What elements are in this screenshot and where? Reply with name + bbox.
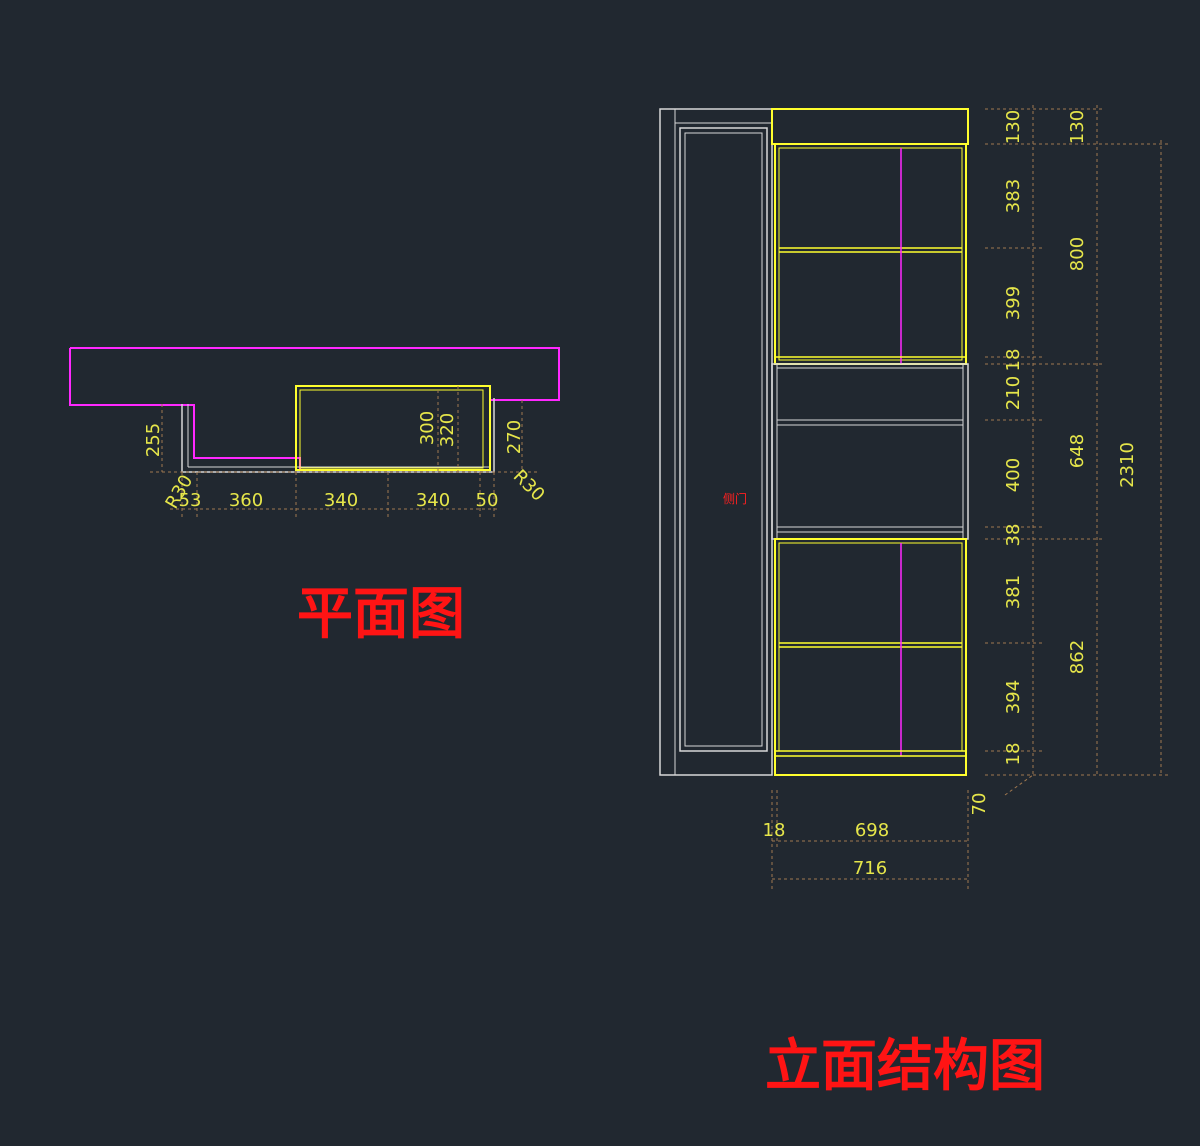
middle-open-section [771, 363, 969, 540]
elev-dim-399: 399 [1003, 286, 1024, 320]
side-door-note: 侧门 [723, 491, 747, 506]
elev-dim-width-18: 18 [763, 820, 786, 841]
elev-dim-130-a: 130 [1003, 110, 1024, 144]
elev-dim-2310: 2310 [1117, 442, 1138, 488]
elev-dim-18-a: 18 [1003, 349, 1024, 372]
lower-cabinet-frame [774, 538, 967, 776]
plan-dim-340-a: 340 [324, 490, 358, 511]
cabinet-top-box [771, 108, 969, 145]
elev-dim-383: 383 [1003, 179, 1024, 213]
elev-dim-400: 400 [1003, 458, 1024, 492]
elev-dim-381: 381 [1003, 575, 1024, 609]
plan-dim-53: 53 [179, 490, 202, 511]
plan-dim-340-b: 340 [416, 490, 450, 511]
plan-title: 平面图 [297, 581, 465, 647]
plan-dim-r30-right: R30 [509, 466, 549, 506]
elev-dim-18-b: 18 [1003, 743, 1024, 766]
plan-view: R30 53 360 340 340 50 R30 255 300 320 27… [69, 347, 560, 647]
plan-dim-320: 320 [437, 413, 458, 447]
plan-dim-50: 50 [476, 490, 499, 511]
plan-dim-lines [150, 386, 540, 520]
elev-dim-862: 862 [1067, 640, 1088, 674]
elevation-title: 立面结构图 [765, 1033, 1045, 1099]
plan-dim-270: 270 [504, 420, 525, 454]
elev-dim-210: 210 [1003, 376, 1024, 410]
elev-dim-width-716: 716 [853, 858, 887, 879]
plan-cabinet [295, 385, 491, 471]
plan-cabinet-inner [299, 389, 484, 469]
elev-dim-394: 394 [1003, 680, 1024, 714]
plan-dim-255: 255 [143, 423, 164, 457]
plan-dim-300: 300 [417, 411, 438, 445]
elev-dim-800: 800 [1067, 237, 1088, 271]
elev-dim-lines [771, 105, 1170, 890]
elev-dim-70: 70 [969, 793, 990, 816]
upper-cabinet-inner [778, 147, 963, 361]
elev-dim-130-b: 130 [1067, 110, 1088, 144]
side-door-panel-inner [684, 132, 763, 747]
side-door-outer [659, 108, 773, 776]
elev-dim-38: 38 [1003, 524, 1024, 547]
elev-dim-648: 648 [1067, 434, 1088, 468]
elev-dim-width-698: 698 [855, 820, 889, 841]
elevation-view: 侧门 [659, 105, 1170, 1099]
side-door-panel [679, 127, 768, 752]
upper-cabinet-frame [774, 143, 967, 365]
plan-dim-360: 360 [229, 490, 263, 511]
